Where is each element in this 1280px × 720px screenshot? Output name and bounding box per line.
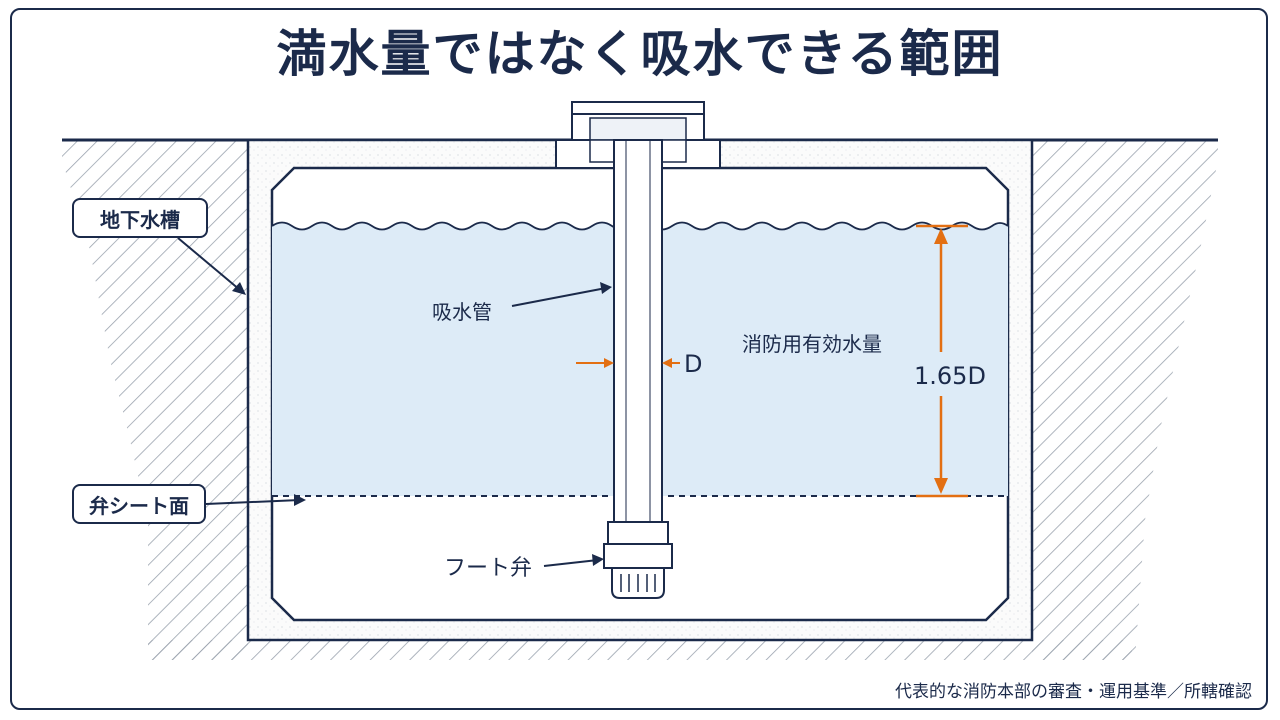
footer-note: 代表的な消防本部の審査・運用基準／所轄確認	[895, 682, 1252, 702]
diameter-dimension	[576, 358, 680, 368]
depth-dimension	[916, 224, 968, 498]
diameter-label: D	[684, 350, 703, 378]
depth-label: 1.65D	[914, 362, 986, 390]
ground-hatching	[62, 140, 1218, 660]
valve-seat-label: 弁シート面	[72, 484, 206, 524]
foot-valve-label: フート弁	[444, 556, 533, 581]
suction-pipe-label: 吸水管	[432, 300, 492, 324]
outer-frame	[10, 8, 1268, 710]
effective-volume-label: 消防用有効水量	[742, 332, 882, 356]
suction-pipe	[613, 139, 663, 523]
page-title: 満水量ではなく吸水できる範囲	[276, 25, 1004, 83]
foot-valve	[603, 521, 673, 599]
tank-label: 地下水槽	[72, 198, 208, 238]
leader-lines	[177, 237, 612, 567]
